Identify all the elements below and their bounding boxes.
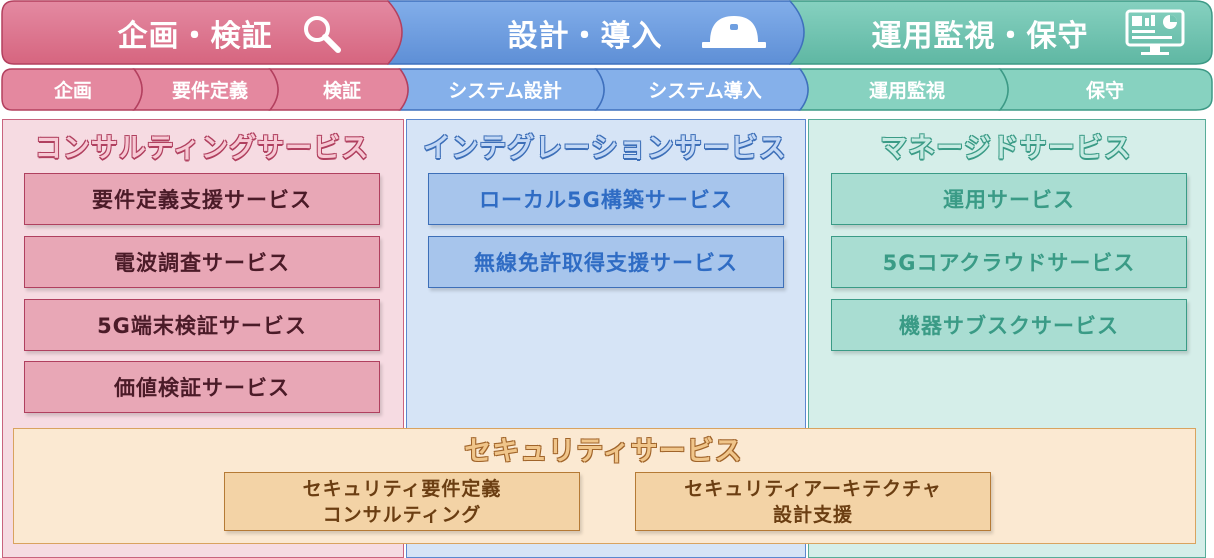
magnifier-icon (304, 16, 341, 53)
service-equipment-subscription: 機器サブスクサービス (831, 299, 1187, 351)
security-box-2-line1: セキュリティアーキテクチャ (684, 477, 942, 500)
substep-label-requirements: 要件定義 (171, 79, 248, 102)
service-5g-core-cloud: 5Gコアクラウドサービス (831, 236, 1187, 288)
service-requirements-support: 要件定義支援サービス (24, 173, 380, 225)
security-box-requirements-consulting: セキュリティ要件定義 コンサルティング (224, 472, 580, 531)
service-radio-license: 無線免許取得支援サービス (428, 236, 784, 288)
phase-arrow-pink (1, 0, 403, 65)
security-title: セキュリティサービス (464, 435, 743, 467)
phase-label-operation: 運用監視・保守 (871, 19, 1089, 54)
phase-arrow-blue (387, 0, 805, 65)
service-5g-device-verification: 5G端末検証サービス (24, 299, 380, 351)
substep-label-planning: 企画 (53, 79, 92, 102)
security-band (13, 428, 1196, 544)
service-operations: 運用サービス (831, 173, 1187, 225)
service-value-verification: 価値検証サービス (24, 361, 380, 413)
hardhat-icon (702, 16, 766, 48)
service-local-5g-build: ローカル5G構築サービス (428, 173, 784, 225)
substep-label-system-design: システム設計 (448, 79, 562, 102)
substep-label-monitoring: 運用監視 (868, 79, 945, 102)
substep-label-system-install: システム導入 (648, 79, 762, 102)
security-box-1-line1: セキュリティ要件定義 (302, 477, 502, 500)
substep-arrow-1 (1, 68, 143, 111)
security-box-architecture-design: セキュリティアーキテクチャ 設計支援 (635, 472, 991, 531)
monitor-dashboard-icon (1125, 9, 1185, 55)
phase-label-planning: 企画・検証 (117, 19, 273, 54)
substep-label-maintenance: 保守 (1085, 79, 1124, 102)
managed-title: マネージドサービス (880, 132, 1132, 164)
service-radio-survey: 電波調査サービス (24, 236, 380, 288)
substep-label-verification: 検証 (322, 79, 361, 102)
phase-arrows (1, 0, 1213, 111)
consulting-title: コンサルティングサービス (34, 132, 370, 164)
integration-title: インテグレーションサービス (423, 132, 787, 164)
phase-label-design: 設計・導入 (507, 19, 663, 54)
security-box-1-line2: コンサルティング (322, 503, 482, 526)
security-box-2-line2: 設計支援 (772, 503, 853, 526)
phase-arrow-teal (789, 0, 1213, 65)
